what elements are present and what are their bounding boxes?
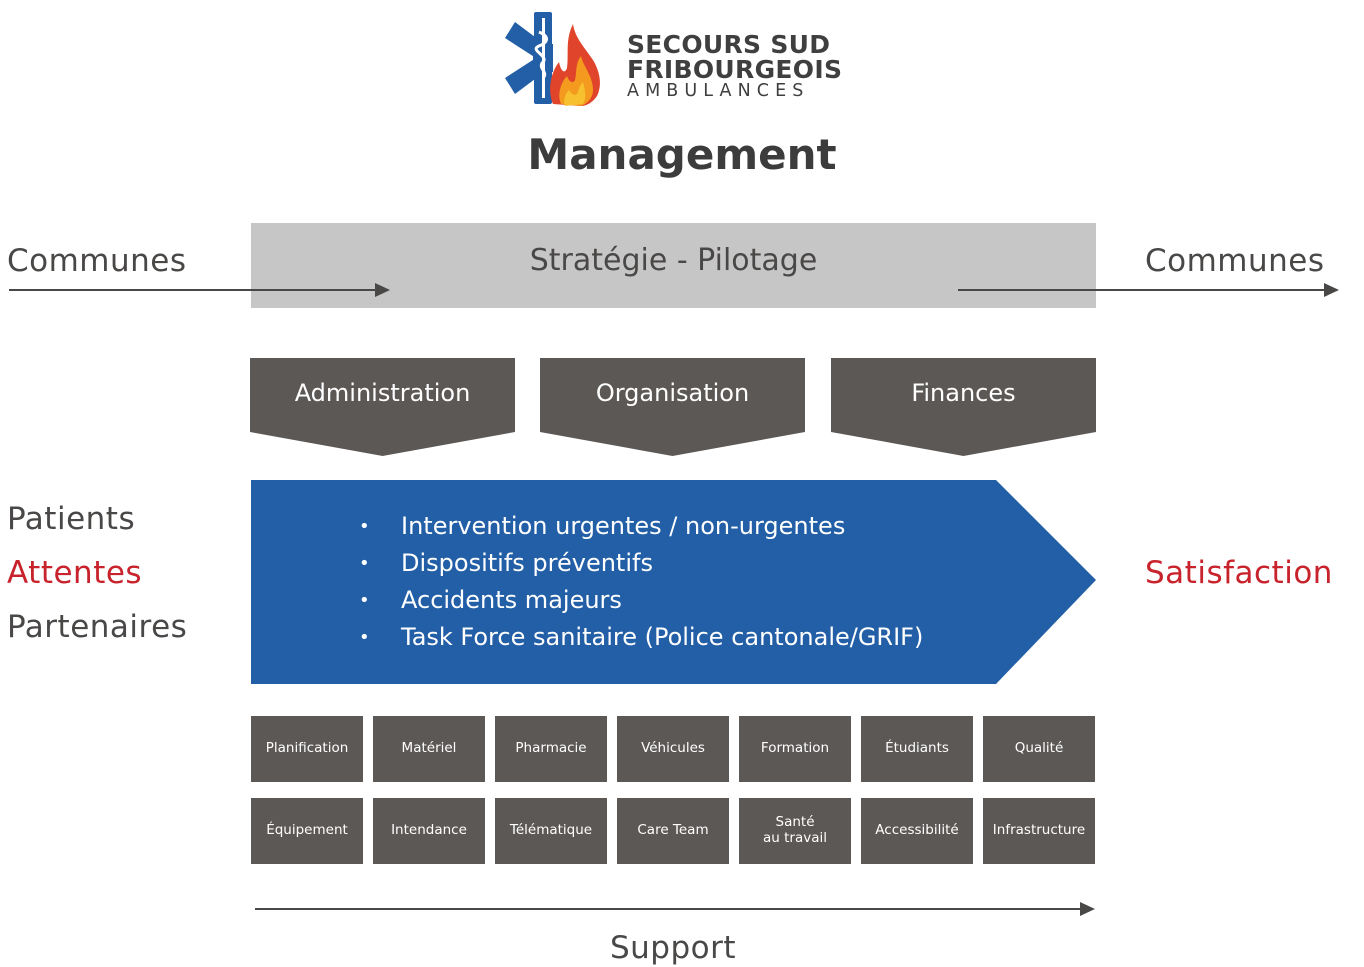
- support-tile-label: Télématique: [509, 822, 593, 839]
- process-item: • Intervention urgentes / non-urgentes: [355, 508, 923, 545]
- management-block-administration: Administration: [250, 358, 515, 456]
- process-item-text: Task Force sanitaire (Police cantonale/G…: [401, 623, 924, 651]
- process-list: • Intervention urgentes / non-urgentes • D…: [355, 508, 923, 656]
- support-tile-label: Accessibilité: [875, 822, 959, 839]
- management-block-finances: Finances: [831, 358, 1096, 456]
- management-label: Administration: [294, 379, 471, 407]
- logo-wordmark: SECOURS SUD FRIBOURGEOIS AMBULANCES: [627, 32, 842, 101]
- communes-left-label: Communes: [7, 243, 187, 279]
- support-tile-formation: Formation: [739, 716, 851, 782]
- support-tile-telematique: Télématique: [495, 798, 607, 864]
- support-tile-qualite: Qualité: [983, 716, 1095, 782]
- input-patients: Patients: [7, 501, 136, 537]
- support-tile-infrastructure: Infrastructure: [983, 798, 1095, 864]
- support-arrow: [255, 902, 1095, 916]
- management-label: Organisation: [595, 379, 750, 407]
- support-tile-etudiants: Étudiants: [861, 716, 973, 782]
- star-of-life-with-flame-icon: [505, 12, 600, 106]
- support-tile-label: Santé au travail: [763, 814, 827, 846]
- support-tile-equipement: Équipement: [251, 798, 363, 864]
- support-tile-sante-au-travail: Santé au travail: [739, 798, 851, 864]
- support-tile-label: Infrastructure: [992, 822, 1086, 839]
- communes-right-label: Communes: [1145, 243, 1325, 279]
- support-tile-label: Qualité: [1014, 740, 1064, 757]
- support-tile-label: Équipement: [266, 822, 348, 839]
- strategy-label: Stratégie - Pilotage: [529, 243, 818, 278]
- strategy-band: Stratégie - Pilotage: [251, 223, 1096, 308]
- management-block-organisation: Organisation: [540, 358, 805, 456]
- logo-line-3: AMBULANCES: [627, 81, 810, 101]
- support-tile-label: Care Team: [637, 822, 709, 839]
- output-satisfaction: Satisfaction: [1145, 555, 1333, 591]
- process-item: • Task Force sanitaire (Police cantonale/…: [355, 619, 923, 656]
- bullet: •: [359, 627, 370, 648]
- support-label: Support: [609, 930, 737, 966]
- bullet: •: [359, 516, 370, 537]
- support-tile-pharmacie: Pharmacie: [495, 716, 607, 782]
- support-tile-label: Intendance: [391, 822, 467, 839]
- logo-line-2: FRIBOURGEOIS: [627, 55, 843, 84]
- input-partenaires: Partenaires: [7, 609, 188, 645]
- management-label: Finances: [911, 379, 1016, 407]
- logo-line-1: SECOURS SUD: [627, 30, 831, 59]
- support-tile-label: Véhicules: [641, 740, 705, 757]
- chevron-down-shape: [250, 358, 515, 456]
- support-tile-materiel: Matériel: [373, 716, 485, 782]
- support-tile-accessibilite: Accessibilité: [861, 798, 973, 864]
- chevron-down-shape: [540, 358, 805, 456]
- support-tile-intendance: Intendance: [373, 798, 485, 864]
- core-process-arrow: • Intervention urgentes / non-urgentes • D…: [251, 480, 1096, 684]
- support-tile-label: Pharmacie: [515, 740, 587, 757]
- process-item-text: Accidents majeurs: [401, 586, 622, 614]
- logo: SECOURS SUD FRIBOURGEOIS AMBULANCES: [503, 10, 848, 106]
- bullet: •: [359, 590, 370, 611]
- support-tile-label: Formation: [760, 740, 830, 757]
- support-tile-label: Étudiants: [885, 740, 949, 757]
- support-tile-vehicules: Véhicules: [617, 716, 729, 782]
- process-item-text: Intervention urgentes / non-urgentes: [401, 512, 846, 540]
- support-tile-label: Matériel: [401, 740, 457, 757]
- support-tile-planification: Planification: [251, 716, 363, 782]
- communes-out-arrow: [958, 283, 1339, 297]
- support-tile-care-team: Care Team: [617, 798, 729, 864]
- communes-in-arrow: [9, 283, 390, 297]
- process-arrow-shape: [251, 480, 1096, 684]
- process-item: • Accidents majeurs: [355, 582, 923, 619]
- chevron-down-shape: [831, 358, 1096, 456]
- support-tile-label: Planification: [265, 740, 349, 757]
- page-title: Management: [527, 130, 837, 179]
- input-attentes: Attentes: [7, 555, 143, 591]
- process-item-text: Dispositifs préventifs: [401, 549, 653, 577]
- bullet: •: [359, 553, 370, 574]
- process-item: • Dispositifs préventifs: [355, 545, 923, 582]
